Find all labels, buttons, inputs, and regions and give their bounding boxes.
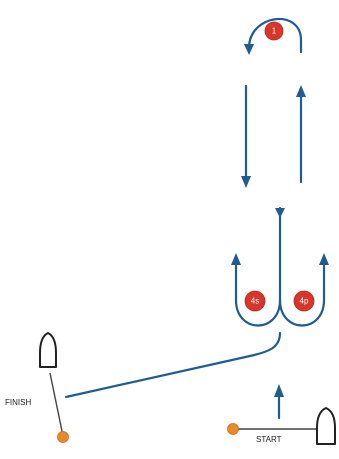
course-arrow-icon (296, 85, 306, 97)
mark-4p (293, 290, 315, 312)
course-arrow-icon (244, 44, 254, 55)
finish-line (49, 372, 64, 437)
course-arrow-icon (275, 208, 285, 218)
finish-label: FINISH (5, 398, 31, 407)
mark-1 (264, 21, 284, 41)
start-label: START (256, 435, 282, 444)
course-arrow-icon (241, 176, 251, 188)
gate-right-rounding-path (278, 264, 326, 327)
final-leg-to-finish (64, 331, 282, 399)
mark-4p-label: 4p (300, 297, 309, 306)
course-arrow-icon (319, 253, 329, 265)
sailboat-icon (39, 332, 57, 368)
mark-4s-label: 4s (251, 297, 259, 306)
mark-4s (244, 290, 266, 312)
pin-end-buoy-icon (227, 423, 239, 435)
top-mark-rounding-path (247, 17, 303, 54)
mark-1-label: 1 (272, 27, 277, 36)
pin-end-buoy-icon (57, 431, 69, 443)
sailboat-icon (316, 407, 336, 445)
gate-left-rounding-path (234, 264, 282, 327)
course-arrow-icon (274, 384, 284, 397)
course-arrow-icon (231, 253, 241, 265)
